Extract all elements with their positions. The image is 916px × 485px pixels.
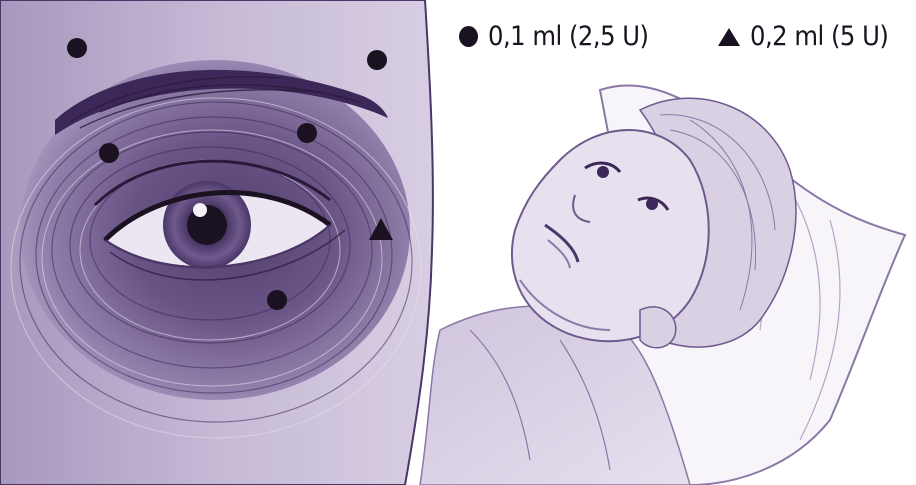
circle-icon	[459, 26, 478, 47]
triangle-icon	[718, 28, 740, 46]
injection-point-circle	[267, 290, 287, 310]
reclining-patient-illustration	[420, 85, 905, 485]
eye-closeup-panel	[0, 0, 433, 485]
injection-point-circle	[99, 143, 119, 163]
injection-point-circle	[67, 38, 87, 58]
injection-point-circle	[367, 50, 387, 70]
legend-item-large-dose: 0,2 ml (5 U)	[718, 14, 888, 58]
legend-label: 0,1 ml (2,5 U)	[488, 21, 649, 52]
legend-item-small-dose: 0,1 ml (2,5 U)	[459, 14, 649, 58]
injection-point-circle	[297, 123, 317, 143]
legend-label: 0,2 ml (5 U)	[750, 21, 888, 52]
